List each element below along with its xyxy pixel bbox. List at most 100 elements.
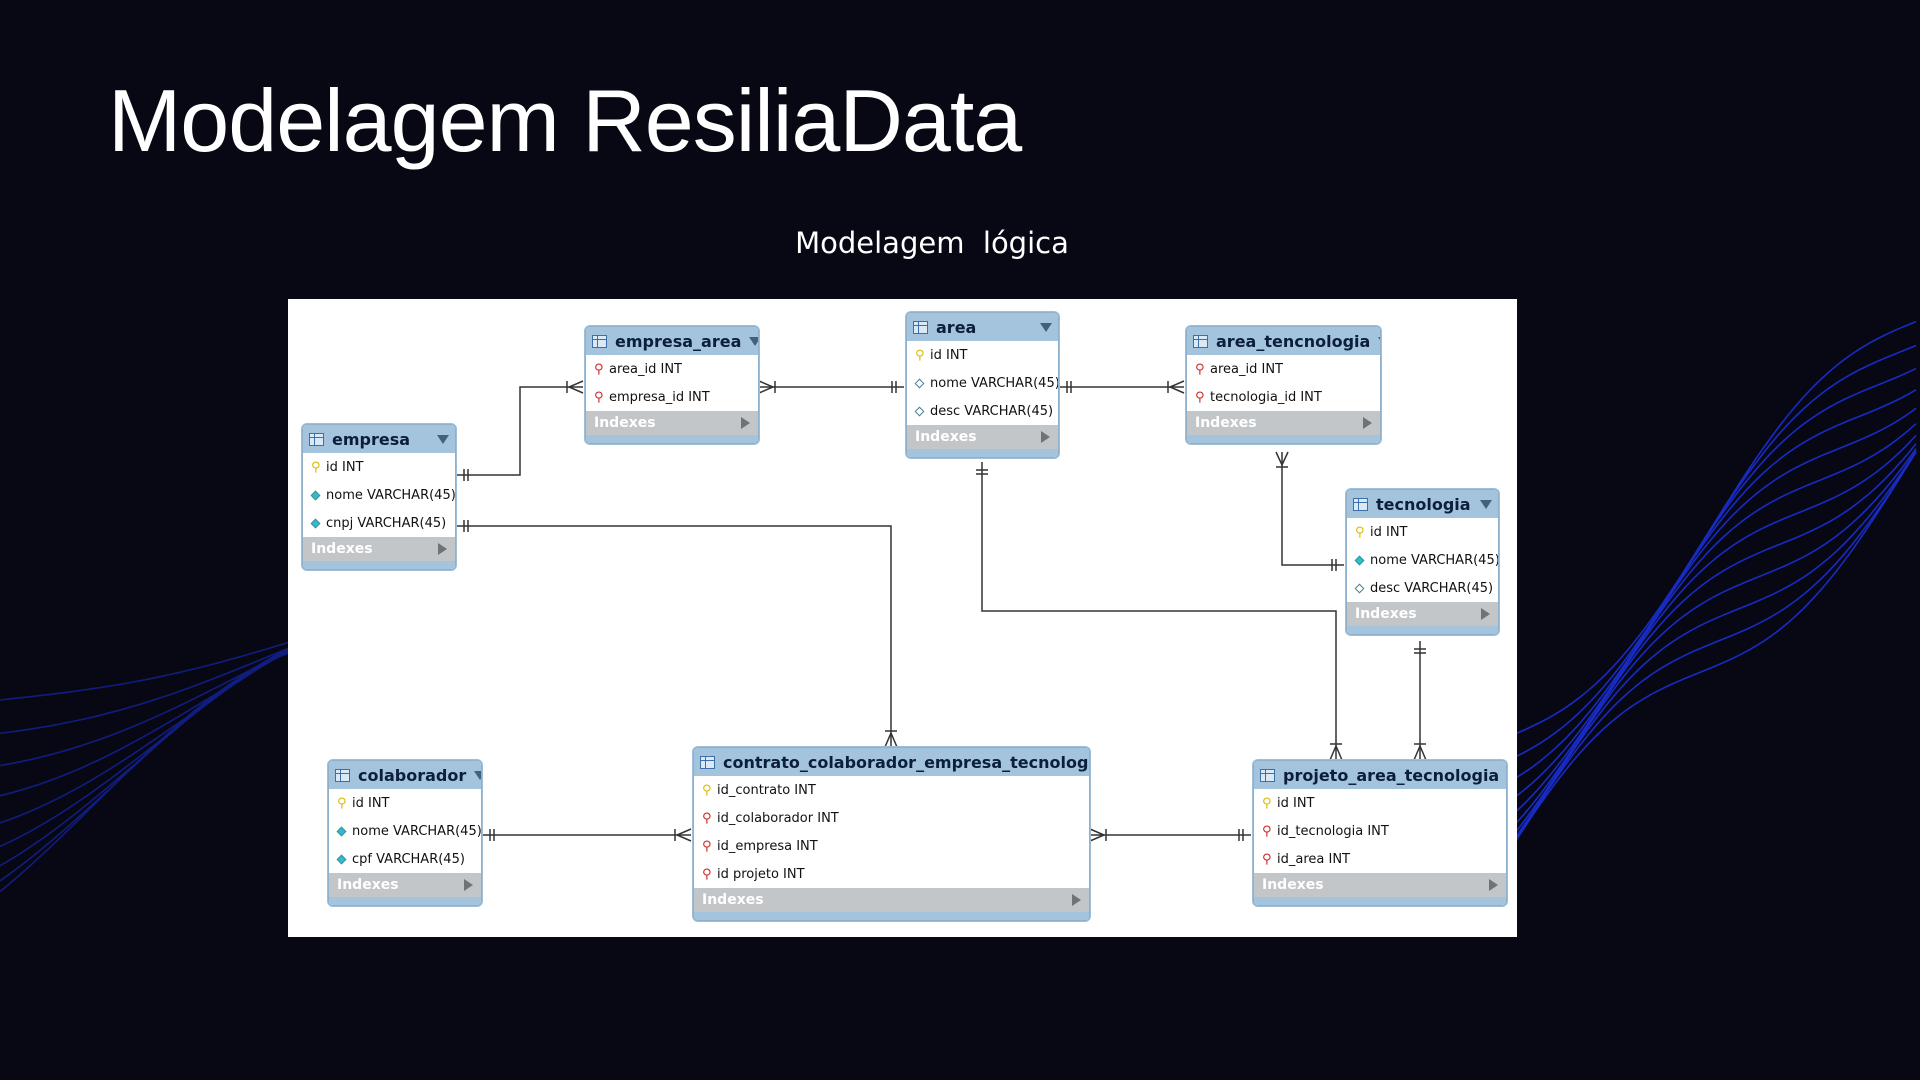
column-row[interactable]: desc VARCHAR(45) [907, 397, 1058, 425]
entity-header[interactable]: colaborador [329, 761, 481, 789]
table-icon [1193, 334, 1208, 348]
column-row[interactable]: ⚲id INT [329, 789, 481, 817]
entity-tecnologia[interactable]: tecnologia ⚲id INT nome VARCHAR(45) desc VA… [1346, 489, 1499, 635]
column-label: desc VARCHAR(45) [930, 403, 1054, 419]
indexes-bar[interactable]: Indexes [586, 411, 758, 435]
column-row[interactable]: ⚲id INT [1254, 789, 1506, 817]
entity-footer [586, 435, 758, 443]
relationship-lines [456, 380, 1427, 842]
wave-line [1499, 407, 1917, 826]
table-icon [592, 334, 607, 348]
column-row[interactable]: ⚲area_id INT [586, 355, 758, 383]
end-mark-one [1238, 829, 1244, 841]
wave-line [1499, 451, 1917, 867]
entity-header[interactable]: empresa_area [586, 327, 758, 355]
column-row[interactable]: ⚲id_area INT [1254, 845, 1506, 873]
indexes-label: Indexes [702, 892, 764, 908]
column-row[interactable]: nome VARCHAR(45) [303, 481, 455, 509]
indexes-label: Indexes [311, 541, 373, 557]
column-row[interactable]: cnpj VARCHAR(45) [303, 509, 455, 537]
collapse-arrow-icon[interactable] [1040, 322, 1052, 332]
entity-footer [694, 912, 1089, 920]
end-mark-one [1066, 381, 1072, 393]
collapse-arrow-icon[interactable] [437, 434, 449, 444]
column-label: nome VARCHAR(45) [326, 487, 456, 503]
column-row[interactable]: ⚲area_id INT [1187, 355, 1380, 383]
expand-arrow-icon[interactable] [1072, 894, 1081, 906]
collapse-arrow-icon[interactable] [1378, 336, 1380, 346]
indexes-bar[interactable]: Indexes [303, 537, 455, 561]
entity-header[interactable]: area_tencnologia [1187, 327, 1380, 355]
end-mark-one [463, 469, 469, 481]
primary-key-icon: ⚲ [1355, 524, 1365, 540]
indexes-bar[interactable]: Indexes [1187, 411, 1380, 435]
expand-arrow-icon[interactable] [1481, 608, 1490, 620]
column-row[interactable]: ⚲id_contrato INT [694, 776, 1089, 804]
column-row[interactable]: ⚲id INT [303, 453, 455, 481]
column-row[interactable]: nome VARCHAR(45) [329, 817, 481, 845]
end-mark-many [1089, 828, 1107, 842]
primary-key-icon: ⚲ [337, 795, 347, 811]
entity-name: empresa_area [615, 331, 742, 351]
column-row[interactable]: ⚲id INT [907, 341, 1058, 369]
end-mark-one [1331, 559, 1337, 571]
end-mark-one [891, 381, 897, 393]
end-mark-many [884, 730, 898, 748]
entity-header[interactable]: tecnologia [1347, 490, 1498, 518]
indexes-bar[interactable]: Indexes [907, 425, 1058, 449]
not-null-column-icon [336, 826, 347, 836]
column-row[interactable]: nome VARCHAR(45) [907, 369, 1058, 397]
wave-line [1499, 320, 1917, 741]
expand-arrow-icon[interactable] [1489, 879, 1498, 891]
column-label: area_id INT [1210, 361, 1283, 377]
expand-arrow-icon[interactable] [1041, 431, 1050, 443]
indexes-bar[interactable]: Indexes [1347, 602, 1498, 626]
column-label: id projeto INT [717, 866, 805, 882]
table-icon [700, 755, 715, 769]
indexes-bar[interactable]: Indexes [694, 888, 1089, 912]
wave-line [1499, 450, 1917, 866]
end-mark-one [489, 829, 495, 841]
entity-contrato-colaborador-empresa-tecnologia[interactable]: contrato_colaborador_empresa_tecnologia⚲… [693, 747, 1090, 921]
entity-empresa[interactable]: empresa⚲id INT nome VARCHAR(45) cnpj VARCH… [302, 424, 456, 570]
column-row[interactable]: ⚲id_empresa INT [694, 832, 1089, 860]
indexes-bar[interactable]: Indexes [1254, 873, 1506, 897]
entity-header[interactable]: contrato_colaborador_empresa_tecnologia [694, 748, 1089, 776]
column-row[interactable]: ⚲empresa_id INT [586, 383, 758, 411]
entity-area-tencnologia[interactable]: area_tencnologia⚲area_id INT⚲tecnologia_… [1186, 326, 1381, 444]
column-label: id_tecnologia INT [1277, 823, 1389, 839]
column-row[interactable]: ⚲id_colaborador INT [694, 804, 1089, 832]
entity-footer [907, 449, 1058, 457]
foreign-key-icon: ⚲ [594, 389, 604, 405]
end-mark-many [1329, 743, 1343, 761]
column-label: nome VARCHAR(45) [1370, 552, 1499, 568]
column-row[interactable]: nome VARCHAR(45) [1347, 546, 1498, 574]
expand-arrow-icon[interactable] [438, 543, 447, 555]
entity-name: colaborador [358, 765, 467, 785]
entity-header[interactable]: empresa [303, 425, 455, 453]
expand-arrow-icon[interactable] [1363, 417, 1372, 429]
indexes-bar[interactable]: Indexes [329, 873, 481, 897]
entity-header[interactable]: area [907, 313, 1058, 341]
entity-projeto-area-tecnologia[interactable]: projeto_area_tecnologia⚲id INT⚲id_tecnol… [1253, 760, 1507, 906]
wave-line [1499, 448, 1917, 864]
collapse-arrow-icon[interactable] [474, 770, 481, 780]
column-row[interactable]: ⚲id projeto INT [694, 860, 1089, 888]
column-row[interactable]: cpf VARCHAR(45) [329, 845, 481, 873]
expand-arrow-icon[interactable] [464, 879, 473, 891]
column-row[interactable]: ⚲id INT [1347, 518, 1498, 546]
page-title: Modelagem ResiliaData [108, 71, 1022, 170]
collapse-arrow-icon[interactable] [1480, 499, 1492, 509]
indexes-label: Indexes [915, 429, 977, 445]
entity-name: tecnologia [1376, 494, 1471, 514]
column-row[interactable]: desc VARCHAR(45) [1347, 574, 1498, 602]
collapse-arrow-icon[interactable] [749, 336, 758, 346]
column-row[interactable]: ⚲tecnologia_id INT [1187, 383, 1380, 411]
expand-arrow-icon[interactable] [741, 417, 750, 429]
foreign-key-icon: ⚲ [1262, 851, 1272, 867]
entity-header[interactable]: projeto_area_tecnologia [1254, 761, 1506, 789]
column-row[interactable]: ⚲id_tecnologia INT [1254, 817, 1506, 845]
